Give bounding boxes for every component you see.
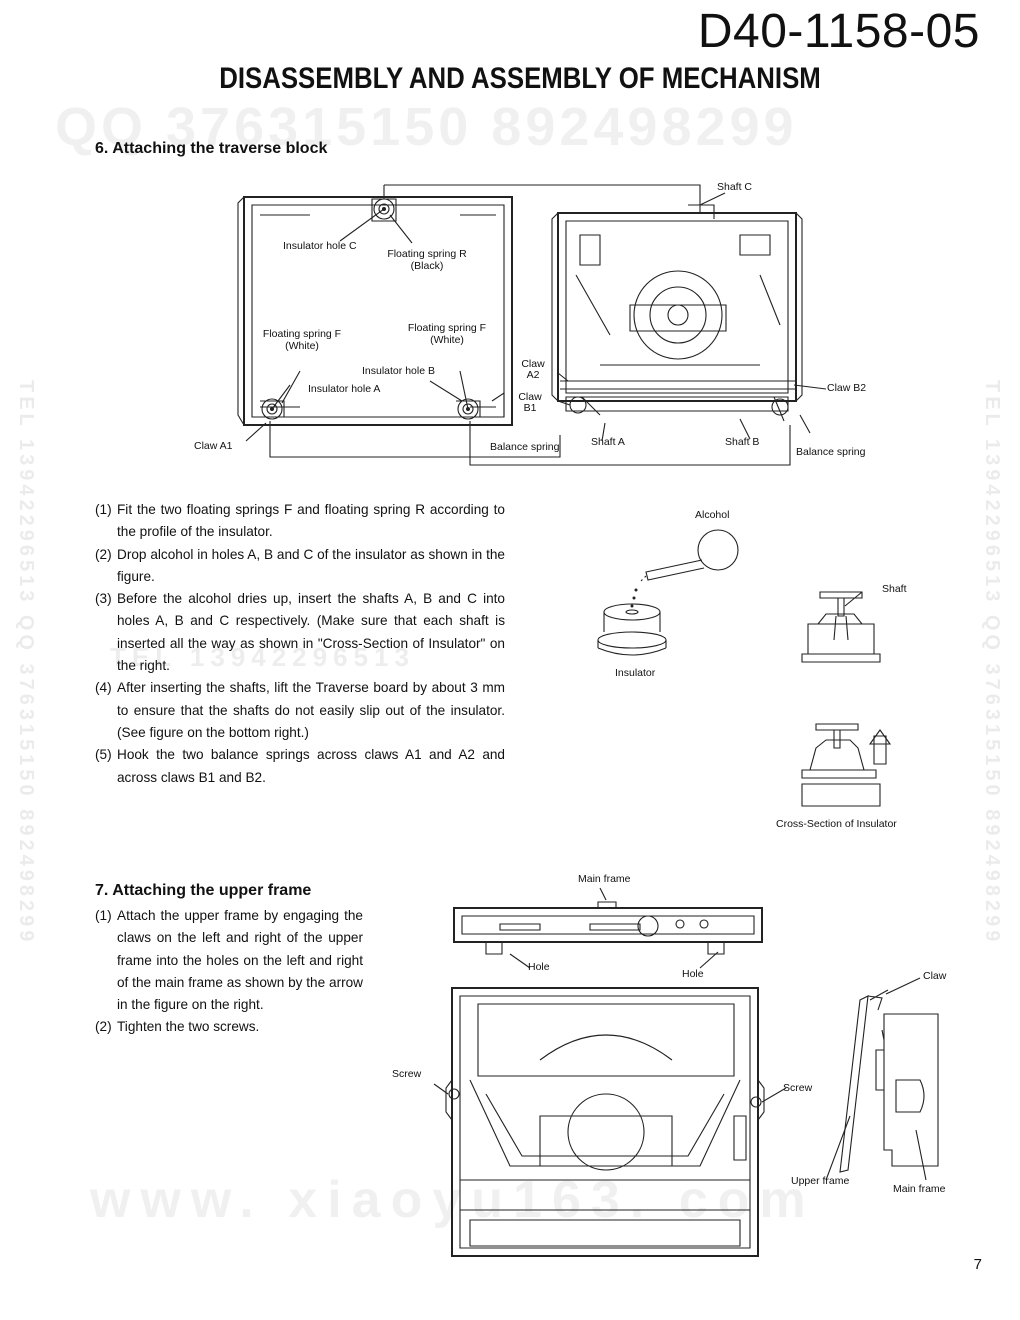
insulator-part [597, 603, 667, 656]
step-number: (4) [95, 680, 112, 696]
label-claw-a2-line1: Claw [521, 358, 545, 370]
label-balance-spring-left: Balance spring [490, 441, 560, 453]
label-claw-a2-line2: A2 [526, 369, 540, 381]
label-alcohol: Alcohol [695, 509, 730, 521]
main-frame-part [445, 987, 765, 1257]
label-claw-a2: Claw A2 [518, 359, 548, 381]
step-number: (5) [95, 747, 112, 763]
label-shaft: Shaft [882, 583, 907, 595]
step-number: (1) [95, 502, 112, 517]
label-floating-spring-r-color: (Black) [410, 260, 444, 272]
watermark-bottom: www. xiaoyu163. com [90, 1171, 816, 1229]
step-6-5: (5) Hook the two balance springs across c… [95, 744, 505, 789]
step-6-3: (3) Before the alcohol dries up, insert t… [95, 588, 505, 677]
label-balance-spring-right: Balance spring [796, 446, 866, 458]
step-text: Attach the upper frame by engaging the c… [117, 908, 363, 1013]
alcohol-dropper [630, 529, 739, 608]
step-text: Before the alcohol dries up, insert the … [117, 591, 505, 674]
label-hole-left: Hole [528, 961, 550, 973]
insulator-alcohol-figure [597, 529, 892, 807]
label-claw-a1: Claw A1 [194, 440, 233, 452]
section-6-steps: (1) Fit the two floating springs F and fl… [95, 499, 505, 789]
upper-frame-part [453, 887, 763, 955]
document-number: D40-1158-05 [697, 5, 980, 58]
label-claw-b1: Claw B1 [515, 392, 545, 414]
page-number: 7 [973, 1256, 982, 1273]
label-claw-b1-line1: Claw [518, 391, 542, 403]
section-7-steps: (1) Attach the upper frame by engaging th… [95, 905, 363, 1039]
step-text: Hook the two balance springs across claw… [117, 747, 505, 785]
label-shaft-b: Shaft B [725, 436, 760, 448]
step-7-1: (1) Attach the upper frame by engaging th… [95, 905, 363, 1016]
step-number: (2) [95, 546, 112, 562]
step-6-4: (4) After inserting the shafts, lift the … [95, 677, 505, 744]
label-floating-spring-f-right: Floating spring F (White) [390, 322, 504, 346]
label-floating-spring-f-right-color: (White) [430, 334, 464, 346]
step-6-1: (1) Fit the two floating springs F and fl… [95, 499, 505, 544]
label-upper-frame: Upper frame [791, 1175, 850, 1187]
label-insulator-hole-c: Insulator hole C [283, 240, 357, 252]
watermark-top: QQ 376315150 892498299 [55, 97, 798, 157]
step-number: (1) [95, 908, 112, 923]
section-6-title: 6. Attaching the traverse block [95, 140, 328, 157]
step-number: (2) [95, 1019, 112, 1035]
step-text: Fit the two floating springs F and float… [117, 502, 505, 540]
shaft-cross-section-bottom [801, 723, 892, 807]
traverse-mechanism-right-view [551, 204, 803, 422]
side-frame-detail [839, 989, 939, 1173]
label-main-frame-top: Main frame [578, 873, 631, 885]
step-7-2: (2) Tighten the two screws. [95, 1016, 363, 1038]
label-shaft-c: Shaft C [717, 181, 753, 193]
label-insulator: Insulator [615, 667, 656, 679]
label-insulator-hole-a: Insulator hole A [308, 383, 381, 395]
step-6-2: (2) Drop alcohol in holes A, B and C of t… [95, 544, 505, 589]
traverse-block-figure [237, 184, 827, 466]
page-title: DISASSEMBLY AND ASSEMBLY OF MECHANISM [219, 62, 821, 95]
label-screw-right: Screw [783, 1082, 813, 1094]
watermark-middle: TEL 13942296513 [110, 642, 415, 672]
label-insulator-hole-b: Insulator hole B [362, 365, 435, 377]
step-text: Tighten the two screws. [117, 1019, 260, 1035]
shaft-cross-section-top [801, 591, 881, 663]
label-claw-b1-line2: B1 [523, 402, 537, 414]
section-7-title: 7. Attaching the upper frame [95, 882, 312, 899]
label-hole-right: Hole [682, 968, 704, 980]
label-shaft-a: Shaft A [591, 436, 625, 448]
label-floating-spring-r-text: Floating spring R [387, 248, 467, 260]
label-claw: Claw [923, 970, 947, 982]
label-floating-spring-f-left-text: Floating spring F [262, 328, 342, 340]
label-screw-left: Screw [392, 1068, 422, 1080]
label-floating-spring-r: Floating spring R (Black) [370, 248, 484, 272]
label-floating-spring-f-left-color: (White) [285, 340, 319, 352]
step-text: After inserting the shafts, lift the Tra… [117, 680, 505, 740]
label-cross-section-of-insulator: Cross-Section of Insulator [776, 818, 897, 830]
label-claw-b2: Claw B2 [827, 382, 867, 394]
label-floating-spring-f-left: Floating spring F (White) [245, 328, 359, 352]
label-floating-spring-f-right-text: Floating spring F [407, 322, 487, 334]
watermark-side-right: TEL 13942296513 QQ 376315150 892498299 [981, 380, 1003, 946]
upper-frame-figure [433, 887, 939, 1257]
step-number: (3) [95, 591, 112, 607]
traverse-plate-left-view [237, 196, 513, 426]
step-text: Drop alcohol in holes A, B and C of the … [117, 546, 505, 584]
watermark-side-left: TEL 13942296513 QQ 376315150 892498299 [15, 380, 37, 946]
label-main-frame-side: Main frame [893, 1183, 946, 1195]
